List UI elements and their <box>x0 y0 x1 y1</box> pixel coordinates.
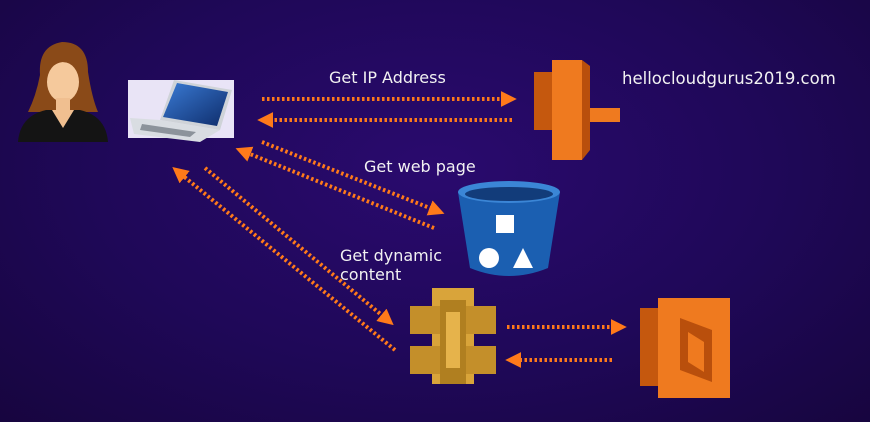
route53-dns-icon <box>534 60 620 160</box>
user-avatar-icon <box>18 42 108 142</box>
label-get-ip: Get IP Address <box>329 68 446 87</box>
arrow-laptop-to-bucket <box>261 140 445 216</box>
lambda-icon <box>640 298 730 398</box>
arrow-api-to-laptop <box>172 166 397 352</box>
arrow-laptop-to-api <box>203 166 394 326</box>
label-get-dynamic-content: Get dynamic content <box>340 246 442 284</box>
label-domain-name: hellocloudgurus2019.com <box>622 69 836 88</box>
label-get-web-page: Get web page <box>364 157 476 176</box>
s3-bucket-icon <box>458 181 560 276</box>
laptop-icon <box>128 80 234 142</box>
api-gateway-icon <box>410 288 496 384</box>
